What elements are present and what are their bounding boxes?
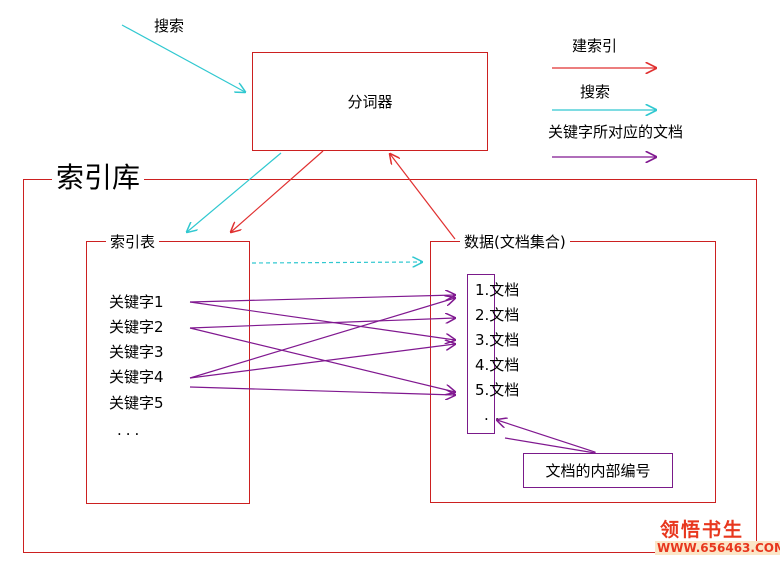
legend-keyword-docs-label: 关键字所对应的文档: [548, 123, 684, 141]
doc-item: 4.文档: [475, 356, 520, 374]
keyword-item: 关键字4: [109, 368, 164, 386]
keyword-ellipsis: ...: [117, 421, 144, 439]
keyword4-to-doc1-arrow: [189, 298, 455, 379]
doc-internal-id-box: 文档的内部编号: [523, 453, 673, 488]
index-library-frame: [23, 179, 757, 553]
index-library-title: 索引库: [52, 160, 145, 196]
watermark-brand: 领悟书生: [660, 519, 745, 541]
keyword2-to-doc2-arrow: [189, 318, 455, 329]
keyword4-to-doc3-arrow: [189, 344, 455, 379]
doc-id-column: [467, 274, 495, 434]
keyword1-to-doc3-arrow: [189, 301, 455, 340]
internal-id-pointer-line: [504, 437, 596, 454]
tokenizer-to-index-build-arrow: [231, 150, 324, 232]
tokenizer-label: 分词器: [347, 93, 393, 111]
search-input-label: 搜索: [154, 17, 185, 35]
index-table-title: 索引表: [106, 233, 160, 251]
keyword-item: 关键字3: [109, 343, 164, 361]
index-to-docs-dashed-arrow: [251, 262, 422, 263]
doc-data-box: [430, 241, 716, 503]
doc-internal-id-label: 文档的内部编号: [545, 462, 651, 480]
legend-index-build-label: 建索引: [572, 37, 618, 55]
doc-item: 1.文档: [475, 281, 520, 299]
keyword-item: 关键字5: [109, 394, 164, 412]
doc-data-title: 数据(文档集合): [460, 233, 570, 251]
legend-search-label: 搜索: [580, 83, 611, 101]
doc-item: 5.文档: [475, 381, 520, 399]
internal-id-pointer-arrow: [497, 420, 596, 453]
search-to-tokenizer-arrow: [121, 24, 245, 92]
tokenizer-box: 分词器: [252, 52, 488, 151]
keyword2-to-doc5-arrow: [189, 327, 455, 392]
index-table-box: [86, 241, 250, 504]
keyword-item: 关键字1: [109, 293, 164, 311]
keyword-item: 关键字2: [109, 318, 164, 336]
watermark-url: WWW.656463.COM: [655, 541, 780, 555]
keyword5-to-doc5-arrow: [189, 386, 455, 395]
tokenizer-to-index-search-arrow: [187, 152, 282, 232]
doc-item: 3.文档: [475, 331, 520, 349]
docs-to-tokenizer-build-arrow: [390, 154, 456, 240]
keyword1-to-doc1-arrow: [189, 295, 455, 303]
doc-item: 2.文档: [475, 306, 520, 324]
